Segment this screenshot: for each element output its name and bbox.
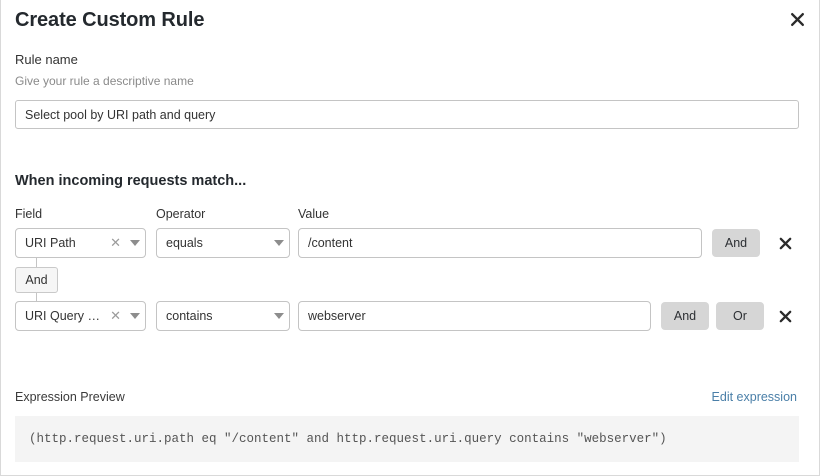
logic-connector: And — [15, 258, 75, 302]
close-glyph — [790, 12, 804, 26]
chevron-down-icon[interactable] — [269, 240, 289, 246]
connector-line-bottom — [36, 293, 37, 302]
delete-row-button-2[interactable] — [774, 301, 796, 331]
operator-select-2[interactable]: contains — [156, 301, 290, 331]
column-header-operator: Operator — [156, 207, 206, 221]
clear-icon[interactable]: ✕ — [110, 307, 121, 323]
rule-name-input[interactable] — [15, 100, 799, 129]
condition-row: URI Path ✕ equals And — [1, 228, 820, 258]
field-select-1[interactable]: URI Path ✕ — [15, 228, 146, 258]
chevron-down-icon[interactable] — [269, 313, 289, 319]
condition-row: URI Query St... ✕ contains And Or — [1, 301, 820, 331]
page-title: Create Custom Rule — [15, 9, 205, 31]
clear-icon[interactable]: ✕ — [110, 234, 121, 250]
operator-select-1[interactable]: equals — [156, 228, 290, 258]
conditions-heading: When incoming requests match... — [15, 173, 247, 189]
or-button-row-2[interactable]: Or — [716, 302, 764, 330]
and-button-row-2[interactable]: And — [661, 302, 709, 330]
operator-select-1-value: equals — [166, 236, 203, 250]
rule-name-label: Rule name — [15, 52, 78, 67]
field-select-2-value: URI Query St... — [25, 309, 109, 323]
field-select-1-value: URI Path — [25, 236, 76, 250]
delete-row-icon — [779, 310, 791, 322]
and-button-row-1[interactable]: And — [712, 229, 760, 257]
delete-row-button-1[interactable] — [774, 228, 796, 258]
rule-name-help-text: Give your rule a descriptive name — [15, 74, 194, 88]
column-header-value: Value — [298, 207, 330, 221]
connector-and-chip[interactable]: And — [15, 267, 58, 293]
expression-preview-label: Expression Preview — [15, 390, 125, 404]
column-header-field: Field — [15, 207, 43, 221]
operator-select-2-value: contains — [166, 309, 213, 323]
expression-preview-code: (http.request.uri.path eq "/content" and… — [15, 416, 799, 462]
delete-row-icon — [779, 237, 791, 249]
value-input-2[interactable] — [298, 301, 651, 331]
value-input-1[interactable] — [298, 228, 702, 258]
chevron-down-icon[interactable] — [125, 313, 145, 319]
close-icon[interactable] — [783, 6, 811, 32]
edit-expression-link[interactable]: Edit expression — [711, 390, 797, 404]
chevron-down-icon[interactable] — [125, 240, 145, 246]
connector-line-top — [36, 258, 37, 267]
field-select-2[interactable]: URI Query St... ✕ — [15, 301, 146, 331]
